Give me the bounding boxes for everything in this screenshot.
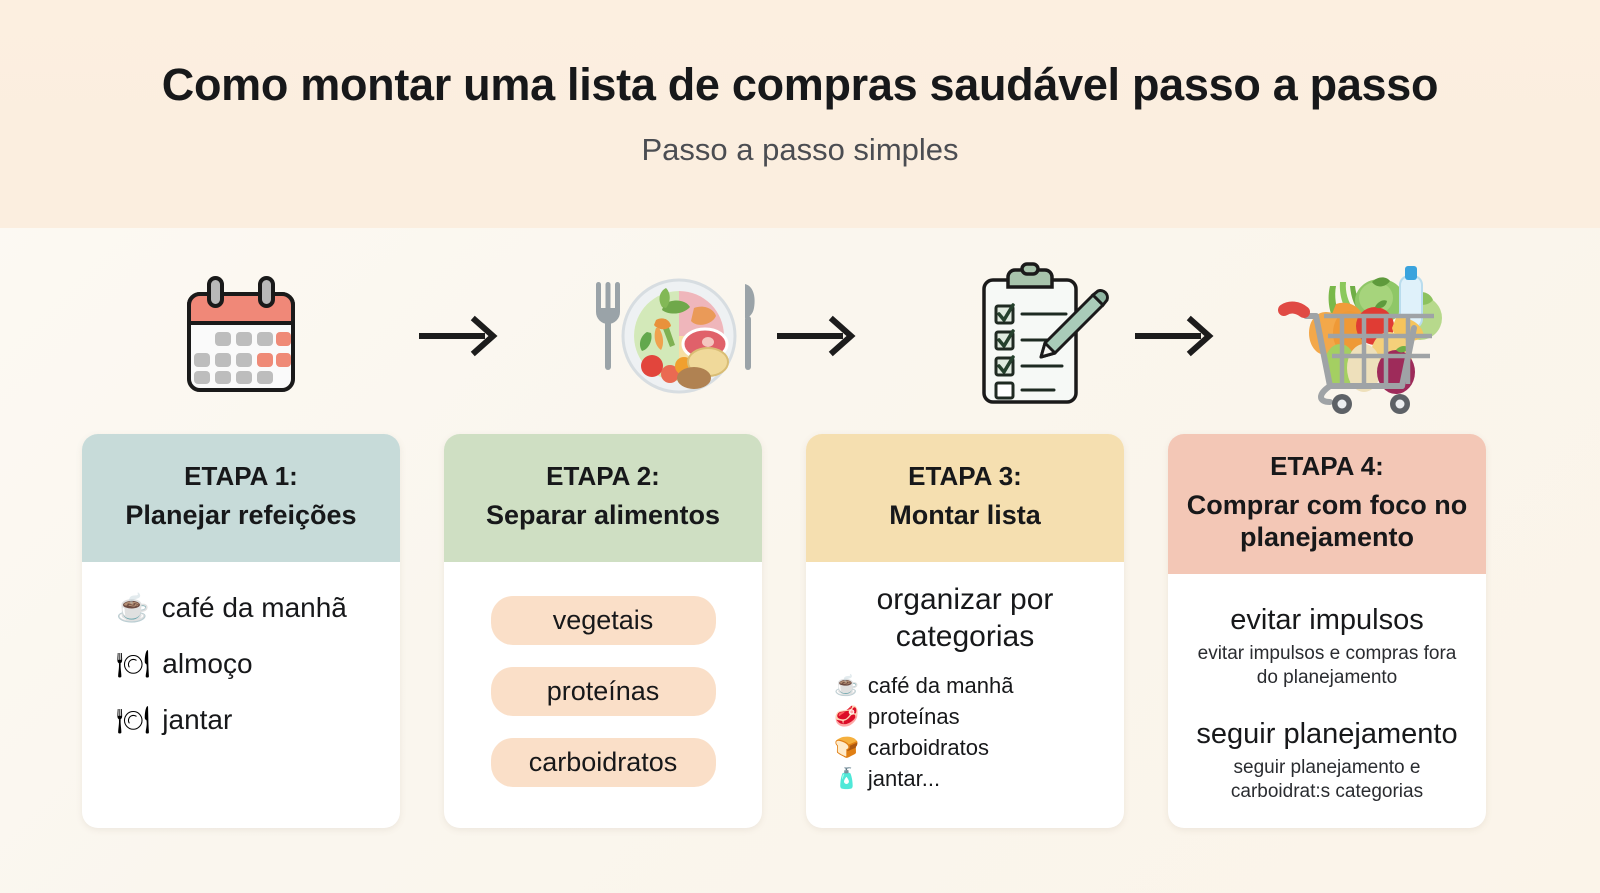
pill-vegetais[interactable]: vegetais <box>490 596 716 645</box>
meal-list: ☕ café da manhã 🍽 almoço 🍽 jantar <box>96 580 386 736</box>
plate-icon: 🍽 <box>116 704 151 735</box>
list-item[interactable]: ☕ café da manhã <box>834 673 1110 699</box>
bread-icon: 🍞 <box>834 737 859 760</box>
list-item-label: proteínas <box>867 704 960 730</box>
step-card-4[interactable]: ETAPA 4: Comprar com foco no planejament… <box>1168 434 1486 828</box>
step-2-label: ETAPA 2: <box>546 461 660 492</box>
step-2-name: Separar alimentos <box>485 499 721 530</box>
step-4-label: ETAPA 4: <box>1270 451 1384 482</box>
category-list: ☕ café da manhã 🥩 proteínas 🍞 carboidrat… <box>820 673 1110 792</box>
page-subtitle: Passo a passo simples <box>641 131 959 167</box>
arrow-right-icon <box>1135 315 1214 356</box>
step-card-3[interactable]: ETAPA 3: Montar lista organizar por cate… <box>806 434 1124 828</box>
step-card-2-body: vegetais proteínas carboidratos <box>444 562 762 828</box>
step-card-4-header: ETAPA 4: Comprar com foco no planejament… <box>1168 434 1486 574</box>
advice-title: evitar impulsos <box>1230 604 1424 636</box>
step-card-3-body: organizar por categorias ☕ café da manhã… <box>806 562 1124 828</box>
step-4-icon-slot <box>1200 248 1518 423</box>
plate-icon: 🍽 <box>116 648 151 679</box>
step-1-icon-slot <box>82 248 400 423</box>
advice-subtitle: seguir planejamento e carboidrat:s categ… <box>1230 757 1424 802</box>
arrow-2-3-slot <box>758 248 878 423</box>
step-card-1-header: ETAPA 1: Planejar refeições <box>82 434 400 562</box>
header-band: Como montar uma lista de compras saudáve… <box>0 0 1600 228</box>
step-4-name: Comprar com foco no planejamento <box>1186 489 1468 552</box>
list-item[interactable]: ☕ café da manhã <box>116 592 386 624</box>
list-item-label: almoço <box>162 648 253 679</box>
page-title: Como montar uma lista de compras saudáve… <box>161 59 1439 111</box>
step-card-1[interactable]: ETAPA 1: Planejar refeições ☕ café da ma… <box>82 434 400 828</box>
list-item-label: jantar <box>162 704 233 735</box>
advice-blocks: evitar impulsos evitar impulsos e compra… <box>1182 592 1472 804</box>
list-item-label: jantar... <box>867 766 941 792</box>
balanced-plate-icon <box>596 278 755 393</box>
advice-block[interactable]: seguir planejamento seguir planejamento … <box>1182 718 1472 804</box>
shopping-cart-icon <box>1277 265 1442 414</box>
bottle-icon: 🧴 <box>834 768 859 791</box>
step-card-4-body: evitar impulsos evitar impulsos e compra… <box>1168 574 1486 828</box>
advice-title: seguir planejamento <box>1196 717 1458 750</box>
calendar-icon <box>187 276 295 392</box>
list-item[interactable]: 🍞 carboidratos <box>834 735 1110 761</box>
pencil-icon <box>1039 288 1109 358</box>
coffee-icon: ☕ <box>116 592 150 623</box>
pill-proteinas[interactable]: proteínas <box>490 667 716 716</box>
list-item-label: carboidratos <box>867 735 989 761</box>
step-1-label: ETAPA 1: <box>184 461 298 492</box>
step-3-icon-slot <box>878 248 1196 423</box>
arrow-1-2-slot <box>400 248 520 423</box>
list-item-label: café da manhã <box>161 592 347 623</box>
step-3-name: Montar lista <box>889 499 1041 530</box>
step-card-2-header: ETAPA 2: Separar alimentos <box>444 434 762 562</box>
arrow-3-4-slot <box>1116 248 1236 423</box>
list-item[interactable]: 🍽 almoço <box>116 648 386 680</box>
list-item[interactable]: 🍽 jantar <box>116 704 386 736</box>
step-2-icon-slot <box>520 248 838 423</box>
category-heading: organizar por categorias <box>876 583 1054 653</box>
pill-carboidratos[interactable]: carboidratos <box>490 738 716 787</box>
clipboard-checklist-icon <box>982 261 1109 404</box>
step-card-1-body: ☕ café da manhã 🍽 almoço 🍽 jantar <box>82 562 400 828</box>
step-card-3-header: ETAPA 3: Montar lista <box>806 434 1124 562</box>
advice-subtitle: evitar impulsos e compras fora do planej… <box>1197 643 1457 689</box>
list-item[interactable]: 🥩 proteínas <box>834 704 1110 730</box>
advice-block[interactable]: evitar impulsos evitar impulsos e compra… <box>1182 604 1472 690</box>
coffee-icon: ☕ <box>834 675 859 698</box>
food-group-pills: vegetais proteínas carboidratos <box>458 580 748 787</box>
step-card-2[interactable]: ETAPA 2: Separar alimentos vegetais prot… <box>444 434 762 828</box>
arrow-right-icon <box>777 315 856 356</box>
arrow-right-icon <box>419 315 498 356</box>
step-1-name: Planejar refeições <box>125 499 357 530</box>
list-item[interactable]: 🧴 jantar... <box>834 766 1110 792</box>
list-item-label: café da manhã <box>867 673 1014 699</box>
step-icon-row <box>82 248 1518 423</box>
step-3-label: ETAPA 3: <box>908 461 1022 492</box>
meat-icon: 🥩 <box>834 706 859 729</box>
